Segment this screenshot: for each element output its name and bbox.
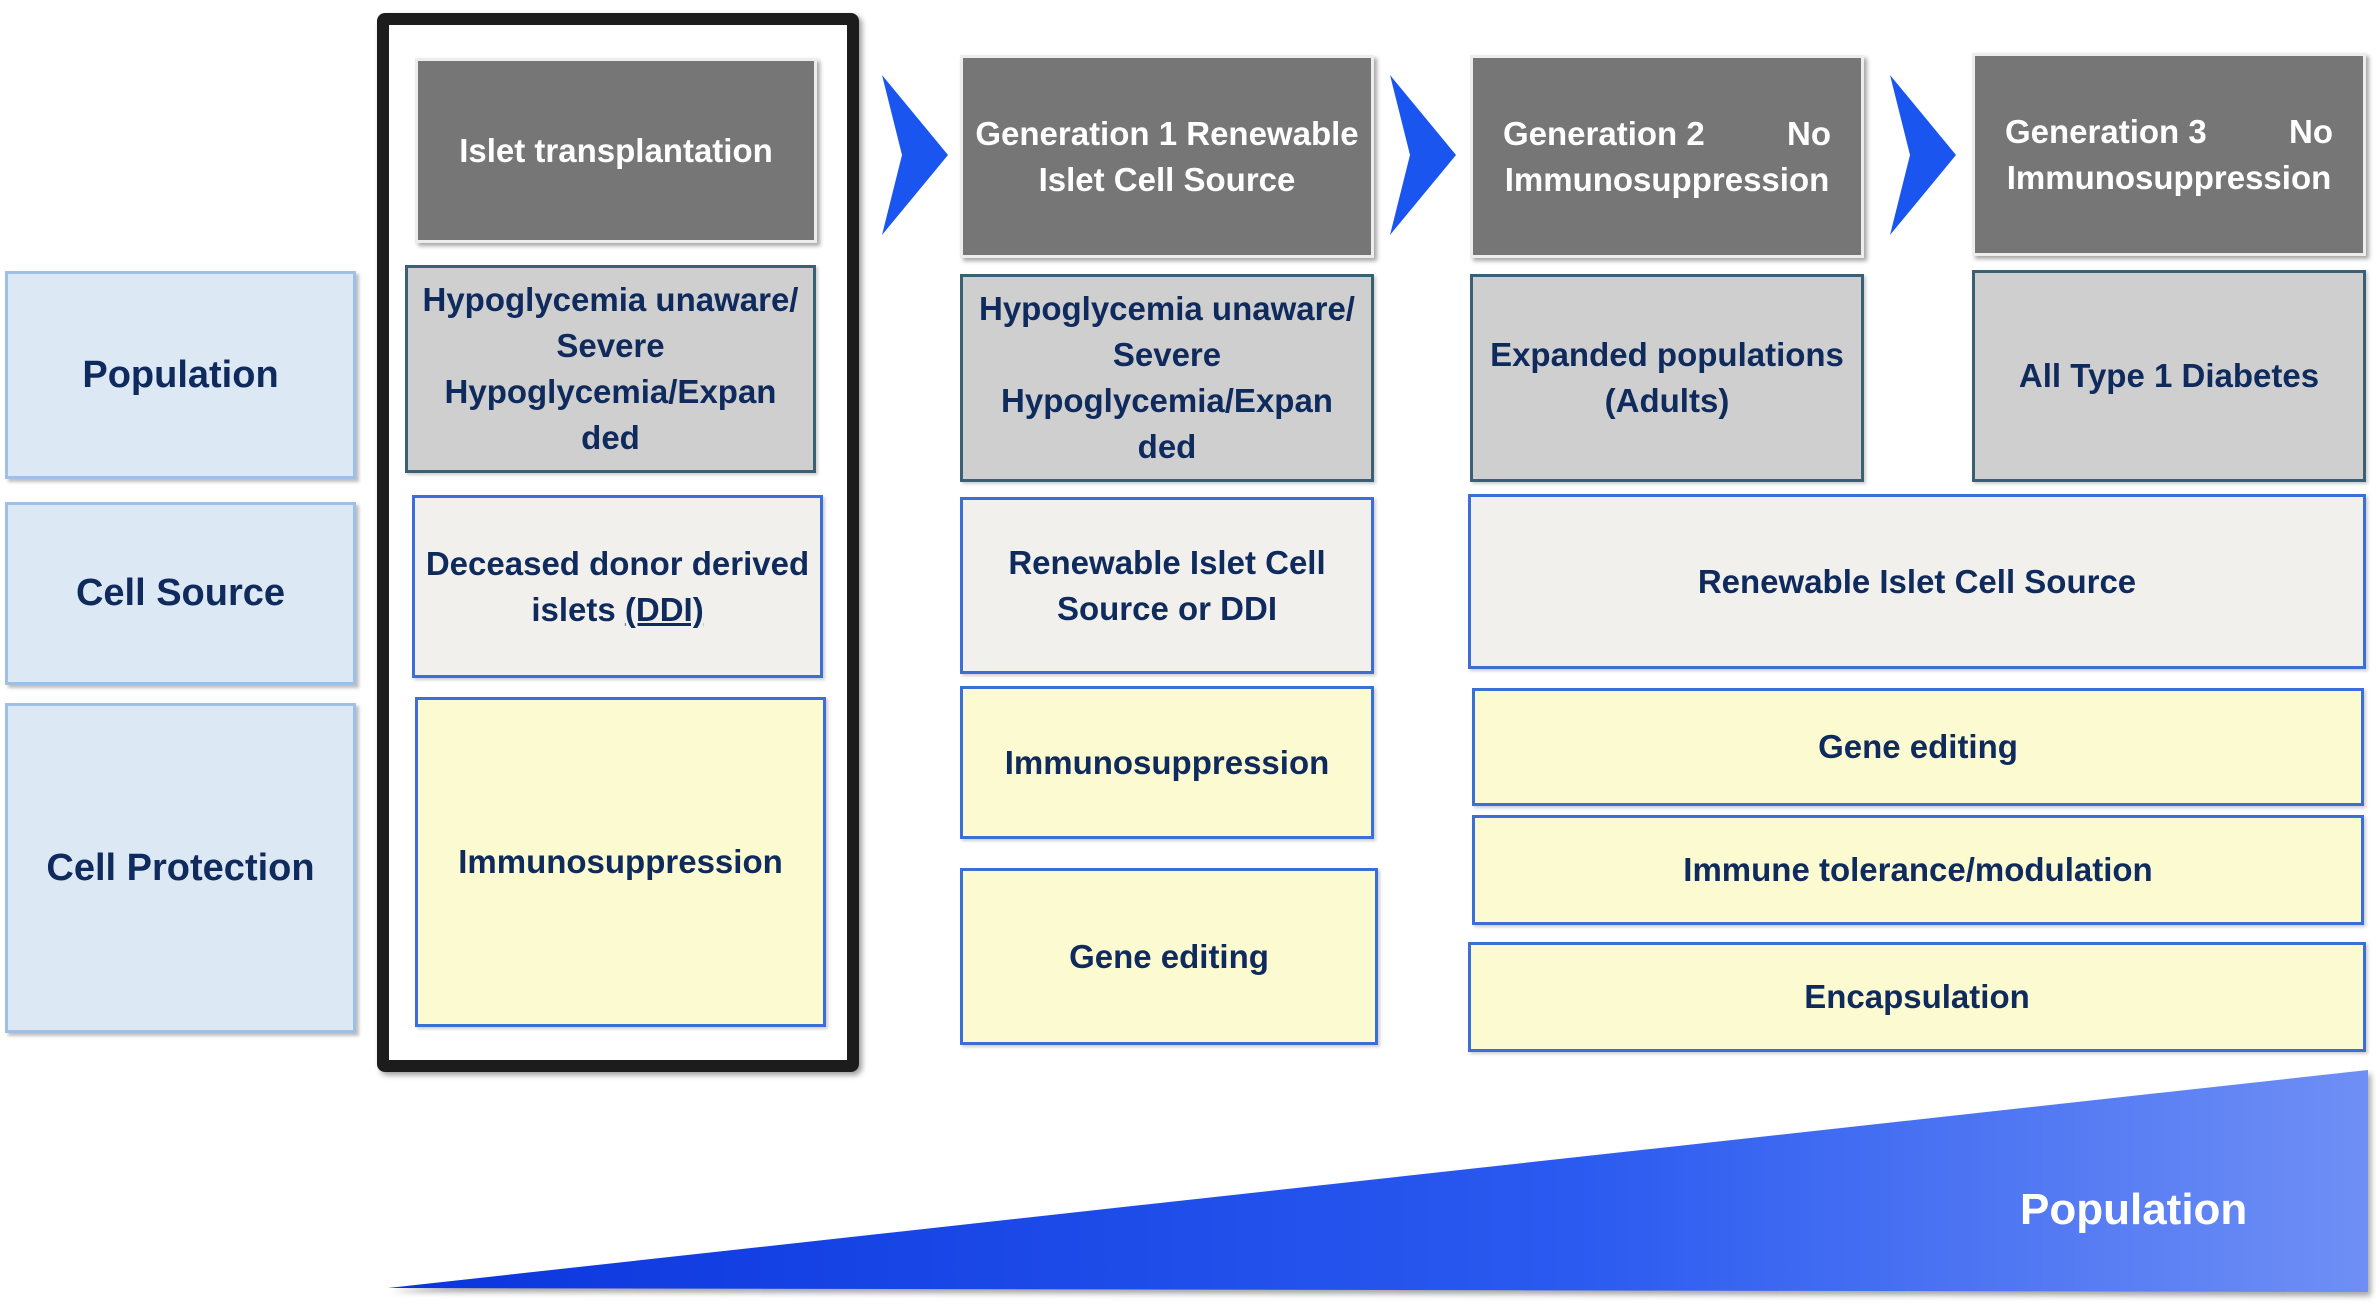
gen2-3-protection-encapsulation: Encapsulation (1468, 942, 2366, 1052)
gen2-3-protection-immune-tolerance: Immune tolerance/modulation (1472, 815, 2364, 925)
generation-2-header: Generation 2 No Immunosuppression (1470, 55, 1864, 258)
gen3-population-box: All Type 1 Diabetes (1972, 270, 2366, 482)
gen1-protection-immunosuppression: Immunosuppression (960, 686, 1374, 839)
current-practice-frame (377, 13, 859, 1072)
islet-cell-source-box: Deceased donor derived islets (DDI) (412, 495, 823, 678)
gen2-3-protection-gene-editing: Gene editing (1472, 688, 2364, 806)
gen1-cell-source-box: Renewable Islet Cell Source or DDI (960, 497, 1374, 674)
gen1-protection-gene-editing: Gene editing (960, 868, 1378, 1045)
row-label-population: Population (5, 271, 356, 479)
population-wedge-label: Population (2020, 1185, 2248, 1234)
islet-protection-box: Immunosuppression (415, 697, 826, 1027)
row-label-cell-protection: Cell Protection (5, 703, 356, 1033)
islet-transplantation-header: Islet transplantation (415, 58, 817, 243)
arrow-icon (1390, 75, 1456, 235)
gen2-3-cell-source-box: Renewable Islet Cell Source (1468, 494, 2366, 669)
row-label-cell-source: Cell Source (5, 502, 356, 685)
gen2-population-box: Expanded populations (Adults) (1470, 274, 1864, 482)
gen1-population-box: Hypoglycemia unaware/ Severe Hypoglycemi… (960, 274, 1374, 482)
islet-population-box: Hypoglycemia unaware/ Severe Hypoglycemi… (405, 265, 816, 473)
arrow-icon (1890, 75, 1956, 235)
arrow-icon (882, 75, 948, 235)
population-wedge (388, 1070, 2368, 1292)
generation-3-header: Generation 3 No Immunosuppression (1972, 53, 2366, 256)
ddi-abbreviation: (DDI) (624, 590, 704, 628)
generation-1-header: Generation 1 Renewable Islet Cell Source (960, 55, 1374, 258)
